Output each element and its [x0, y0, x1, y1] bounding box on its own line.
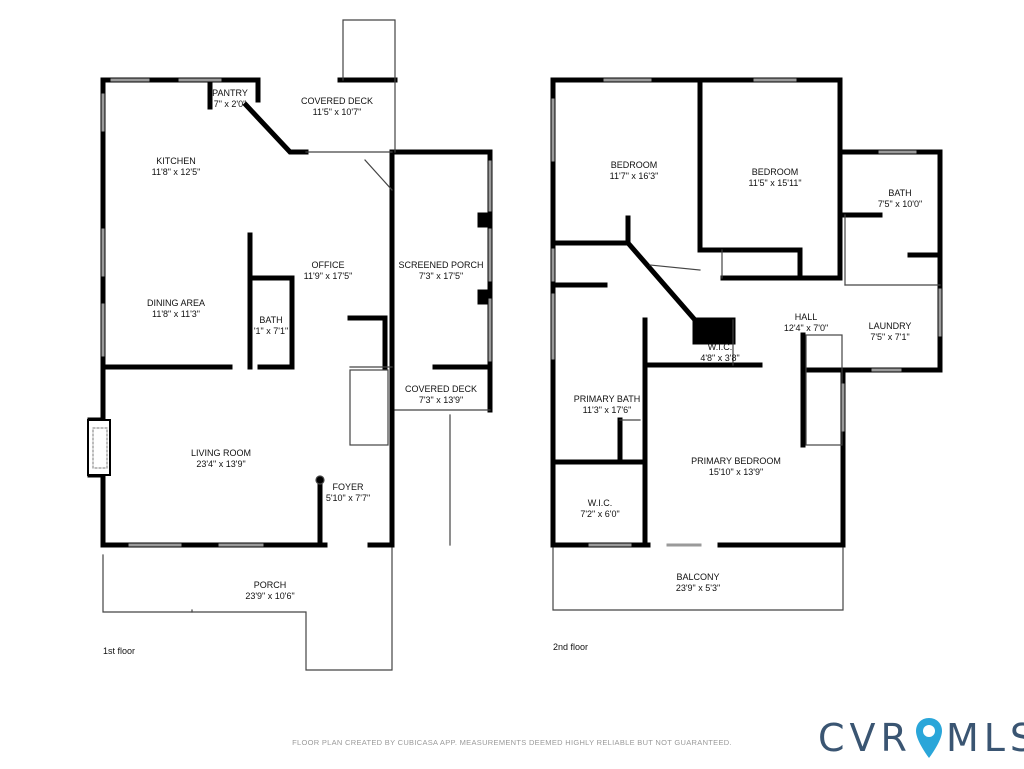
room-label-office: OFFICE 11'9" x 17'5": [303, 260, 353, 281]
first-floor-label: 1st floor: [103, 646, 136, 656]
second-floor-windows: [551, 78, 942, 547]
second-floor-plan: [550, 77, 943, 611]
room-label-bedroom-2: BEDROOM 11'5" x 15'11": [748, 167, 802, 188]
location-pin-icon: [914, 716, 944, 760]
room-label-balcony: BALCONY 23'9" x 5'3": [675, 572, 721, 593]
room-label-porch: PORCH 23'9" x 10'6": [245, 580, 295, 601]
room-label-screened-porch: SCREENED PORCH 7'3" x 17'5": [398, 260, 484, 281]
brand-text-left: CVR: [818, 716, 912, 760]
room-label-covered-deck-upper: COVERED DECK 11'5" x 10'7": [300, 96, 374, 117]
disclaimer-text: FLOOR PLAN CREATED BY CUBICASA APP. MEAS…: [292, 738, 732, 747]
first-floor-windows: [101, 78, 492, 547]
room-label-wic-1: W.I.C. 4'8" x 3'8": [700, 342, 740, 363]
room-label-kitchen: KITCHEN 11'8" x 12'5": [151, 156, 201, 177]
brand-logo: CVR MLS: [818, 716, 1024, 760]
first-floor-plan: [87, 19, 493, 671]
brand-text-right: MLS: [945, 716, 1024, 760]
room-label-bath-2: BATH 7'5" x 10'0": [877, 188, 923, 209]
room-label-covered-deck-lower: COVERED DECK 7'3" x 13'9": [404, 384, 478, 405]
room-label-bedroom-1: BEDROOM 11'7" x 16'3": [609, 160, 659, 181]
room-label-bath-1: BATH '1" x 7'1": [253, 315, 289, 336]
second-floor-label: 2nd floor: [553, 642, 589, 652]
room-label-hall: HALL 12'4" x 7'0": [783, 312, 829, 333]
first-floor-walls: [87, 77, 493, 548]
room-label-dining-area: DINING AREA 11'8" x 11'3": [146, 298, 206, 319]
room-label-wic-2: W.I.C. 7'2" x 6'0": [580, 498, 620, 519]
room-label-laundry: LAUNDRY 7'5" x 7'1": [868, 321, 912, 342]
room-label-living-room: LIVING ROOM 23'4" x 13'9": [190, 448, 252, 469]
first-floor-thin-lines: [87, 19, 491, 671]
room-label-foyer: FOYER 5'10" x 7'7": [325, 482, 371, 503]
room-label-primary-bedroom: PRIMARY BEDROOM 15'10" x 13'9": [691, 456, 781, 477]
room-label-primary-bath: PRIMARY BATH 11'3" x 17'6": [573, 394, 641, 415]
room-label-pantry: PANTRY 7" x 2'0": [212, 88, 248, 109]
